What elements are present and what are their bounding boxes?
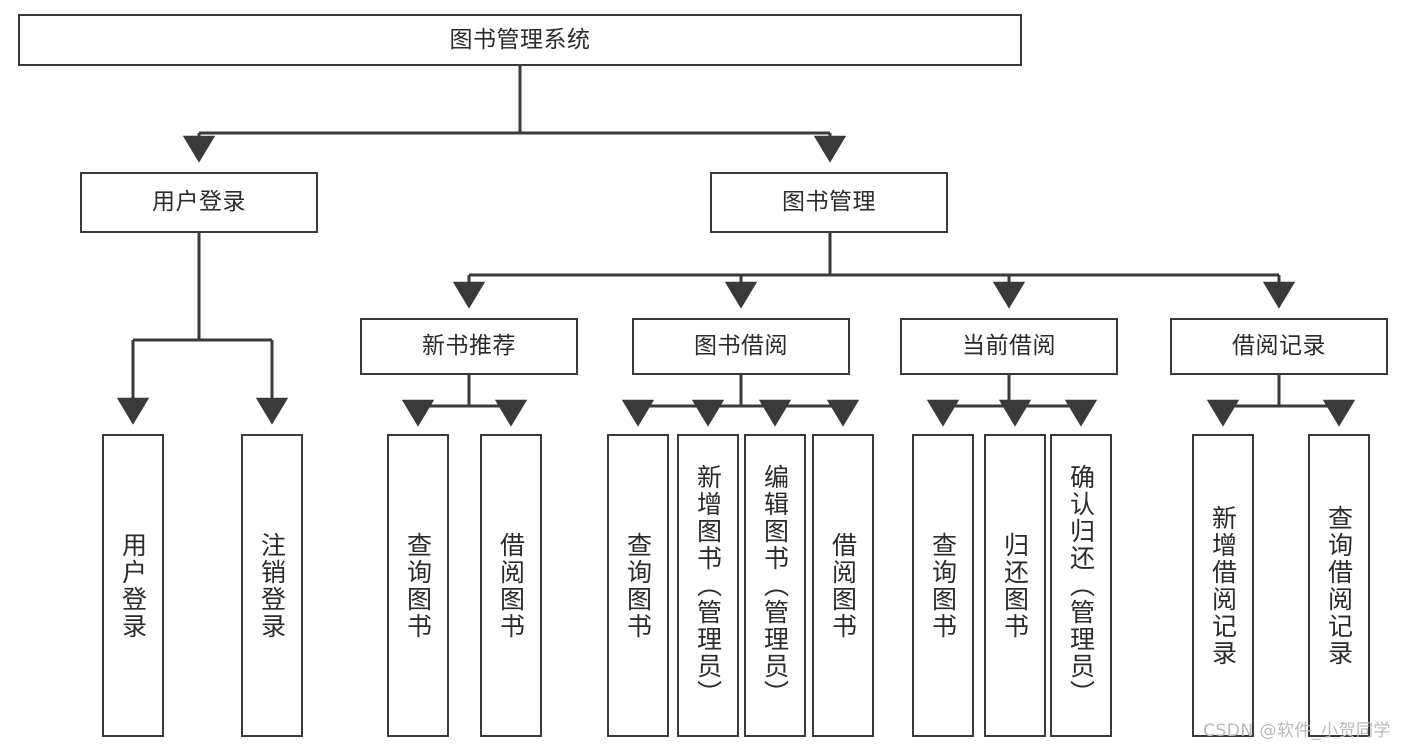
node-leaf-query-book-recommend-label: 查询图书 bbox=[403, 531, 433, 640]
node-leaf-query-book-borrow-label: 查询图书 bbox=[623, 531, 653, 640]
node-leaf-return-book-label: 归还图书 bbox=[1000, 531, 1030, 640]
node-book-management-label: 图书管理 bbox=[782, 189, 876, 216]
node-leaf-query-book-current[interactable]: 查询图书 bbox=[912, 434, 974, 737]
node-leaf-query-borrow-record[interactable]: 查询借阅记录 bbox=[1308, 434, 1370, 737]
node-leaf-add-book-admin-label: 新增图书（管理员） bbox=[693, 464, 723, 707]
node-leaf-borrow-book-recommend-label: 借阅图书 bbox=[496, 531, 526, 640]
node-leaf-edit-book-admin-label: 编辑图书（管理员） bbox=[760, 464, 790, 707]
node-leaf-borrow-book-label: 借阅图书 bbox=[828, 531, 858, 640]
node-leaf-query-book-borrow[interactable]: 查询图书 bbox=[607, 434, 669, 737]
node-leaf-edit-book-admin[interactable]: 编辑图书（管理员） bbox=[744, 434, 806, 737]
node-current-borrow[interactable]: 当前借阅 bbox=[900, 318, 1118, 375]
node-user-login[interactable]: 用户登录 bbox=[80, 172, 318, 233]
node-leaf-user-login-label: 用户登录 bbox=[118, 531, 148, 640]
node-leaf-logout-label: 注销登录 bbox=[257, 531, 287, 640]
node-leaf-confirm-return-admin[interactable]: 确认归还（管理员） bbox=[1050, 434, 1112, 737]
node-leaf-add-borrow-record-label: 新增借阅记录 bbox=[1208, 504, 1238, 667]
node-borrow-record-label: 借阅记录 bbox=[1232, 333, 1326, 360]
node-leaf-add-book-admin[interactable]: 新增图书（管理员） bbox=[677, 434, 739, 737]
node-new-book-recommend[interactable]: 新书推荐 bbox=[360, 318, 578, 375]
node-leaf-user-login[interactable]: 用户登录 bbox=[102, 434, 164, 737]
node-leaf-borrow-book[interactable]: 借阅图书 bbox=[812, 434, 874, 737]
node-leaf-query-book-recommend[interactable]: 查询图书 bbox=[387, 434, 449, 737]
node-book-management[interactable]: 图书管理 bbox=[710, 172, 948, 233]
node-book-borrow[interactable]: 图书借阅 bbox=[632, 318, 850, 375]
node-leaf-logout[interactable]: 注销登录 bbox=[241, 434, 303, 737]
node-leaf-return-book[interactable]: 归还图书 bbox=[984, 434, 1046, 737]
node-leaf-query-borrow-record-label: 查询借阅记录 bbox=[1324, 504, 1354, 667]
node-user-login-label: 用户登录 bbox=[152, 189, 246, 216]
node-root[interactable]: 图书管理系统 bbox=[18, 14, 1022, 66]
node-leaf-confirm-return-admin-label: 确认归还（管理员） bbox=[1066, 464, 1096, 707]
node-new-book-recommend-label: 新书推荐 bbox=[422, 333, 516, 360]
node-leaf-borrow-book-recommend[interactable]: 借阅图书 bbox=[480, 434, 542, 737]
node-borrow-record[interactable]: 借阅记录 bbox=[1170, 318, 1388, 375]
node-root-label: 图书管理系统 bbox=[449, 26, 591, 53]
node-current-borrow-label: 当前借阅 bbox=[962, 333, 1056, 360]
node-book-borrow-label: 图书借阅 bbox=[694, 333, 788, 360]
node-leaf-query-book-current-label: 查询图书 bbox=[928, 531, 958, 640]
node-leaf-add-borrow-record[interactable]: 新增借阅记录 bbox=[1192, 434, 1254, 737]
